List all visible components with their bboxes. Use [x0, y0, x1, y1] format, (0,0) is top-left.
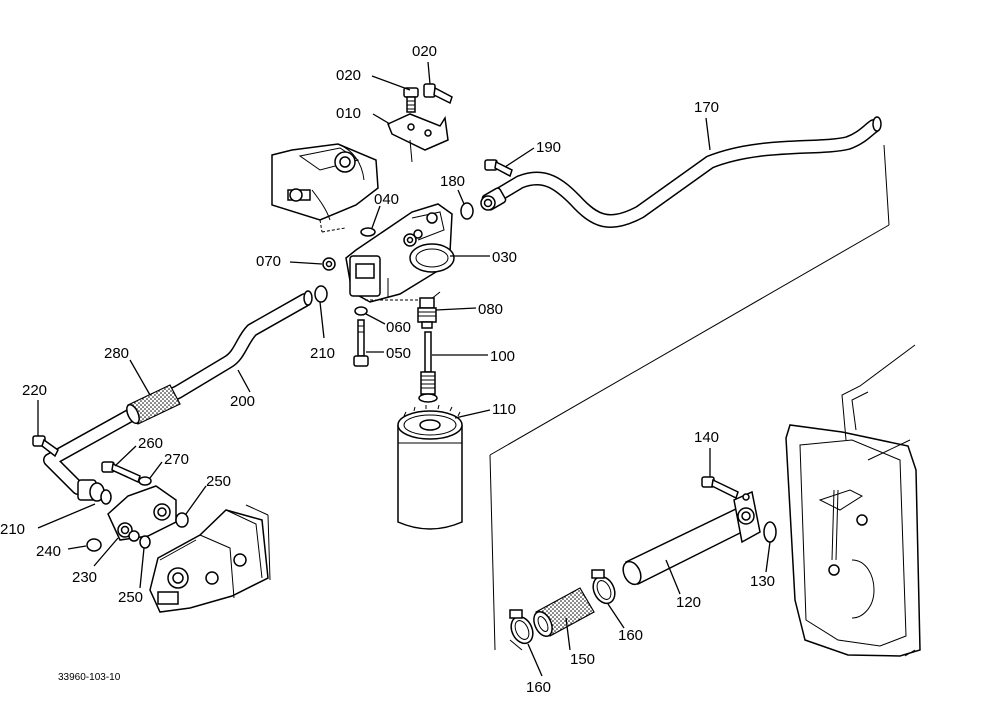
o-ring-250-lower — [139, 535, 151, 549]
callout-070: 070 — [256, 253, 281, 270]
callout-250-upper: 250 — [206, 473, 231, 490]
pipe-120 — [622, 490, 761, 586]
filter-head-030 — [345, 203, 455, 303]
callout-270: 270 — [164, 451, 189, 468]
callout-230: 230 — [72, 569, 97, 586]
callout-240: 240 — [36, 543, 61, 560]
washer-060 — [354, 306, 368, 316]
callout-190: 190 — [536, 139, 561, 156]
fitting-elbow — [77, 479, 112, 505]
bolt-260 — [101, 461, 141, 484]
adapter-080 — [417, 297, 437, 329]
callout-100: 100 — [490, 348, 515, 365]
callout-140: 140 — [694, 429, 719, 446]
callout-010: 010 — [336, 105, 361, 122]
drawing-code: 33960-103-10 — [58, 672, 121, 683]
o-ring-040 — [360, 227, 376, 237]
engine-housing-upper — [271, 143, 379, 233]
callout-220: 220 — [22, 382, 47, 399]
o-ring-250-upper — [175, 512, 189, 528]
stud-100 — [418, 331, 438, 403]
bolt-220 — [32, 435, 59, 458]
callout-210-upper: 210 — [310, 345, 335, 362]
boundary-lines — [489, 144, 890, 651]
callout-160-upper: 160 — [618, 627, 643, 644]
callout-150: 150 — [570, 651, 595, 668]
bolt-140 — [701, 476, 739, 500]
leader-lines — [37, 61, 771, 677]
hose-nipple-170 — [480, 187, 507, 211]
callout-260: 260 — [138, 435, 163, 452]
transmission-case — [785, 344, 921, 657]
callout-labels: 020 020 010 170 190 180 040 070 030 080 … — [0, 43, 775, 696]
callout-210-lower: 210 — [0, 521, 25, 538]
callout-020-right: 020 — [412, 43, 437, 60]
bolt-190 — [484, 159, 513, 178]
pipe-170 — [483, 116, 882, 228]
hose-clamp-160-lower — [509, 609, 534, 645]
callout-200: 200 — [230, 393, 255, 410]
callout-120: 120 — [676, 594, 701, 611]
callout-030: 030 — [492, 249, 517, 266]
bracket-010 — [387, 113, 449, 163]
hose-clamp-160-upper — [591, 569, 616, 605]
filter-cartridge-110 — [397, 404, 463, 530]
hydraulic-pump — [149, 504, 271, 613]
bolt-050 — [353, 319, 369, 367]
callout-060: 060 — [386, 319, 411, 336]
callout-130: 130 — [750, 573, 775, 590]
o-ring-210-upper — [314, 285, 328, 303]
hose-150 — [533, 587, 595, 638]
o-ring-130 — [763, 521, 777, 543]
hose-280 — [126, 384, 181, 425]
washer-070 — [322, 257, 336, 271]
valve-block-230 — [107, 485, 177, 542]
washer-270 — [138, 476, 152, 486]
o-ring-180 — [460, 202, 474, 220]
callout-020-left: 020 — [336, 67, 361, 84]
callout-160-lower: 160 — [526, 679, 551, 696]
callout-080: 080 — [478, 301, 503, 318]
plug-240 — [86, 538, 102, 552]
callout-250-lower: 250 — [118, 589, 143, 606]
callout-180: 180 — [440, 173, 465, 190]
bolt-020-left — [403, 87, 419, 113]
pipe-200 — [43, 290, 313, 499]
callout-110: 110 — [492, 401, 516, 418]
callout-280: 280 — [104, 345, 129, 362]
bolt-020-right — [423, 83, 453, 105]
callout-040: 040 — [374, 191, 399, 208]
callout-050: 050 — [386, 345, 411, 362]
callout-170: 170 — [694, 99, 719, 116]
